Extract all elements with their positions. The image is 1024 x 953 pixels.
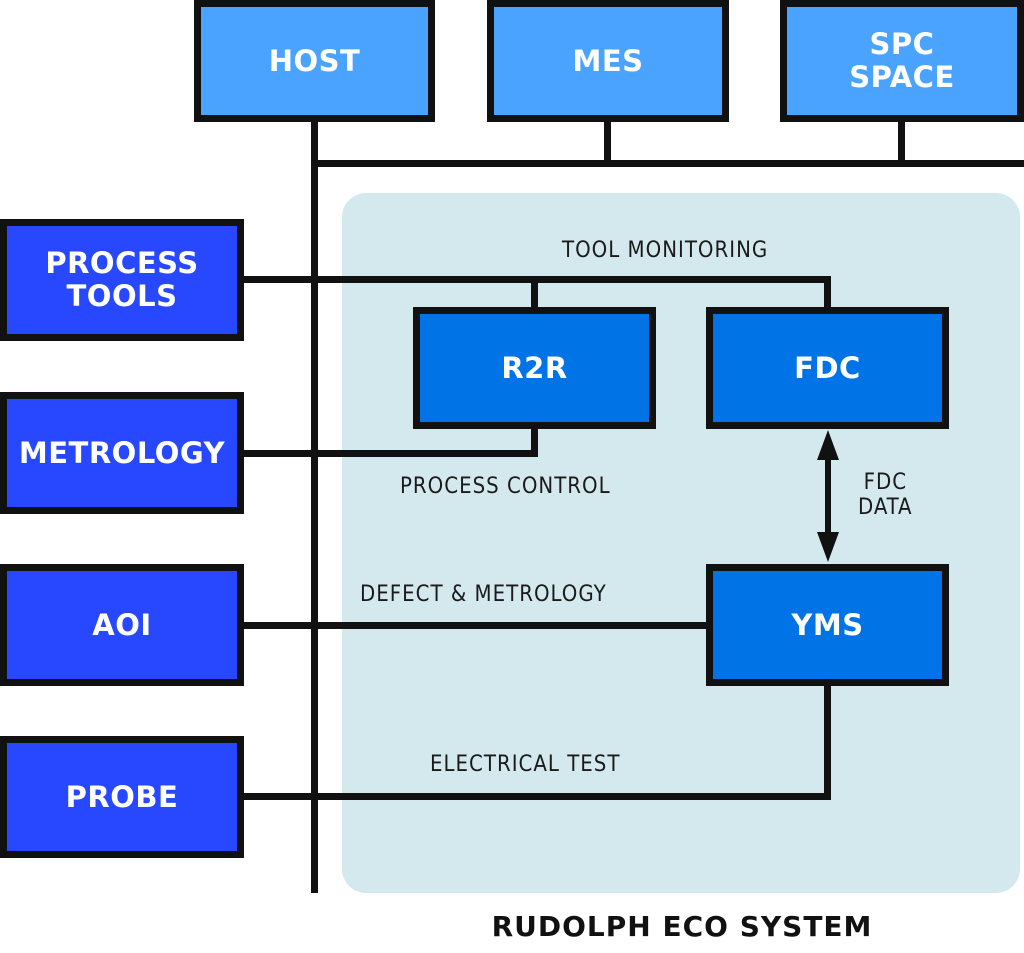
arrow-up-head [817,430,839,460]
r2r-node[interactable]: R2R [413,307,656,429]
horizontal-bus-line [311,160,1024,167]
diagram-title: RUDOLPH ECO SYSTEM [491,910,873,943]
spc-space-label: SPC SPACE [849,27,955,94]
mes-label: MES [572,43,644,78]
vertical-bus-line [311,118,318,893]
electrical-test-label: ELECTRICAL TEST [430,752,621,777]
fdc-data-arrow-shaft [825,450,831,550]
arrow-down-head [817,532,839,562]
r2r-up-connector [531,276,538,312]
process-tools-label: PROCESS TOOLS [45,246,199,313]
metrology-node[interactable]: METROLOGY [0,392,244,514]
probe-label: PROBE [65,779,179,814]
process-control-label: PROCESS CONTROL [400,474,611,499]
mes-connector [604,118,611,164]
host-node[interactable]: HOST [194,0,435,122]
metrology-label: METROLOGY [18,435,226,470]
spc-connector [898,118,905,164]
fdc-data-label: FDC DATA [858,470,913,520]
r2r-label: R2R [501,350,568,385]
yms-label: YMS [791,607,864,642]
electrical-test-line [240,793,831,800]
r2r-down-connector [531,424,538,457]
aoi-node[interactable]: AOI [0,564,244,686]
yms-node[interactable]: YMS [706,564,949,686]
fdc-data-arrow [817,430,839,562]
process-tools-node[interactable]: PROCESS TOOLS [0,219,244,341]
probe-node[interactable]: PROBE [0,736,244,858]
process-control-line [240,450,538,457]
yms-down-connector [824,682,831,800]
mes-node[interactable]: MES [487,0,729,122]
defect-metrology-label: DEFECT & METROLOGY [360,582,607,607]
fdc-up-connector [824,276,831,312]
fdc-node[interactable]: FDC [706,307,949,429]
tool-monitoring-label: TOOL MONITORING [562,238,769,263]
aoi-label: AOI [92,607,152,642]
defect-metrology-line [240,622,712,629]
host-label: HOST [268,43,361,78]
rudolph-eco-region [342,193,1020,893]
fdc-label: FDC [794,350,861,385]
spc-space-node[interactable]: SPC SPACE [780,0,1024,122]
